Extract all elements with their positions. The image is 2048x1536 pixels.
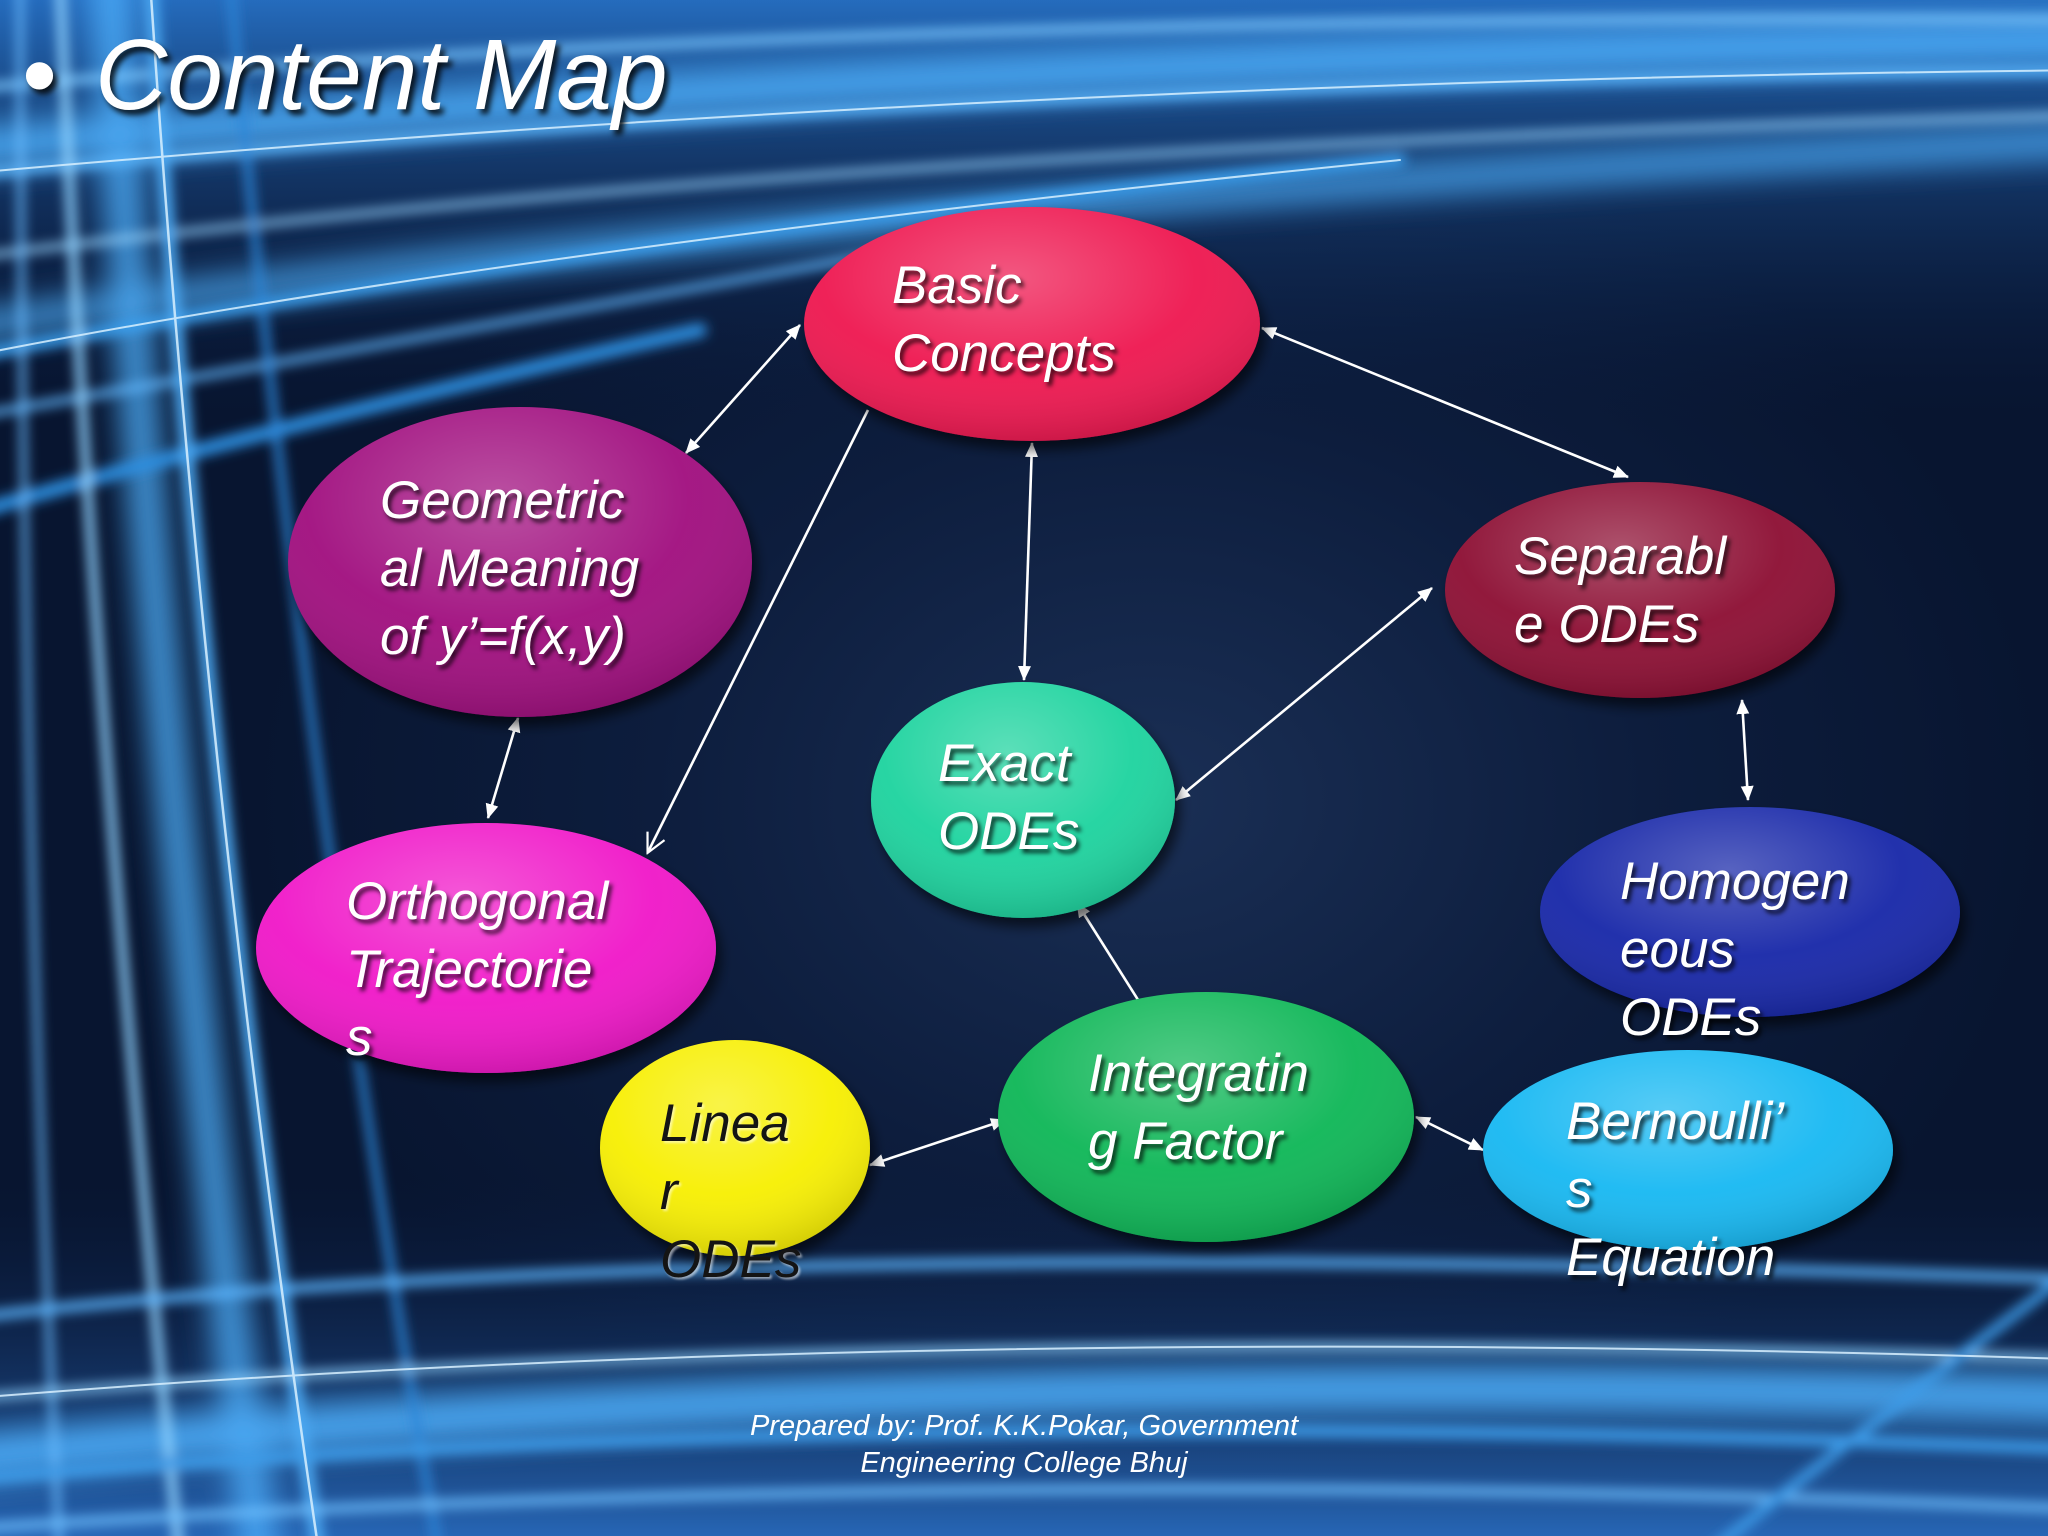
node-label-basic-concepts: Basic Concepts <box>892 256 1116 383</box>
edge-basic-geometric <box>685 324 801 454</box>
edge-basic-exact <box>1017 442 1039 681</box>
node-label-bernoullis-equation: Bernoulli’ s Equation <box>1566 1092 1785 1287</box>
node-separable <box>1445 482 1835 698</box>
node-orthogonal-sheen <box>256 823 716 1073</box>
node-layer <box>256 207 1960 1256</box>
node-integrating-sheen <box>998 992 1414 1242</box>
node-label-separable-odes: Separabl e ODEs <box>1514 527 1727 654</box>
node-homogeneous-sheen <box>1540 807 1960 1017</box>
node-label-exact-odes: Exact ODEs <box>938 734 1080 861</box>
edge-basic-separable <box>1261 326 1629 479</box>
node-linear <box>600 1040 870 1256</box>
slide-title-text: Content Map <box>95 19 668 131</box>
footer-credit: Prepared by: Prof. K.K.Pokar, Government… <box>749 1410 1299 1479</box>
node-homogeneous <box>1540 807 1960 1017</box>
node-label-geometrical-meaning: Geometric al Meaning of y’=f(x,y) <box>380 471 640 666</box>
node-orthogonal <box>256 823 716 1073</box>
node-exact <box>871 682 1175 918</box>
node-exact-sheen <box>871 682 1175 918</box>
node-separable-sheen <box>1445 482 1835 698</box>
node-integrating <box>998 992 1414 1242</box>
node-label-linear-odes: Linea r ODEs <box>660 1094 802 1289</box>
edge-separable-exact <box>1175 586 1433 802</box>
edge-geometric-orthogonal <box>485 717 521 819</box>
node-geometric <box>288 407 752 717</box>
node-label-homogeneous-odes: Homogen eous ODEs <box>1620 852 1850 1047</box>
node-label-orthogonal-trajectories: Orthogonal Trajectorie s <box>346 872 609 1067</box>
node-basic <box>804 207 1260 441</box>
node-bernoulli-sheen <box>1483 1050 1893 1250</box>
edge-basic-orthogonal <box>648 409 870 852</box>
edge-layer <box>485 324 1754 1167</box>
edge-linear-integrating <box>869 1118 1006 1167</box>
node-linear-sheen <box>600 1040 870 1256</box>
node-basic-sheen <box>804 207 1260 441</box>
edge-integrating-bernoulli <box>1415 1115 1484 1152</box>
title-bullet: • <box>22 19 58 131</box>
edge-separable-homogeneous <box>1736 699 1754 801</box>
node-geometric-sheen <box>288 407 752 717</box>
node-bernoulli <box>1483 1050 1893 1250</box>
node-label-integrating-factor: Integratin g Factor <box>1088 1044 1309 1171</box>
slide-title: • Content Map <box>22 18 668 133</box>
